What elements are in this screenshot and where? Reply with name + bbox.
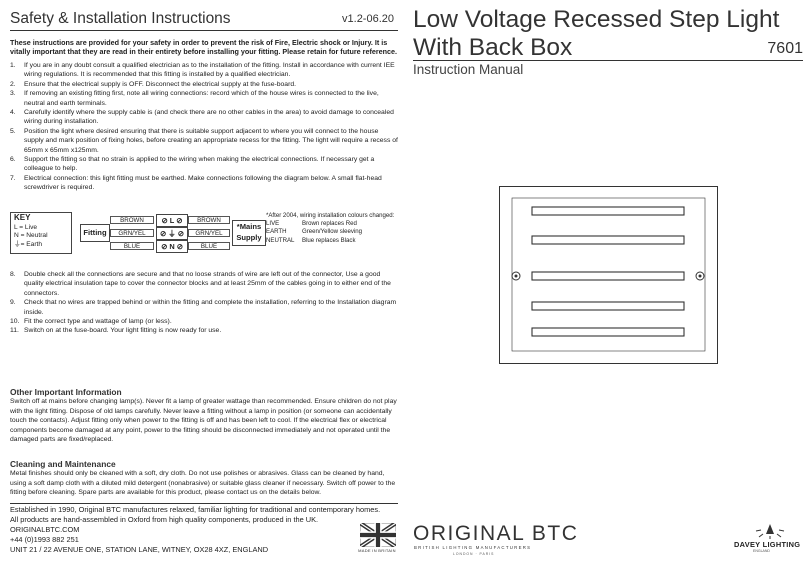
note-value: Green/Yellow sleeving <box>302 228 363 236</box>
note-key: NEUTRAL <box>266 236 295 244</box>
section-title: Safety & Installation Instructions <box>10 10 231 27</box>
step-number: 6. <box>10 156 16 164</box>
davey-lighting-logo: DAVEY LIGHTING <box>734 540 801 549</box>
safety-panel: Safety & Installation Instructions v1.2-… <box>10 0 398 571</box>
made-in-label: MADE IN BRITAIN <box>358 548 396 553</box>
davey-sub: ENGLAND <box>753 549 770 553</box>
step-number: 8. <box>10 271 16 278</box>
step-number: 3. <box>10 90 16 98</box>
wire-blue-right: BLUE <box>188 242 230 250</box>
union-jack-icon <box>358 521 398 556</box>
terminal-earth: ⊘ ⏚ ⊘ <box>156 227 188 240</box>
footer-address: UNIT 21 / 22 AVENUE ONE, STATION LANE, W… <box>10 545 269 554</box>
steps-list-b: 8. Double check all the connections are s… <box>10 270 398 336</box>
product-code: 7601 <box>767 40 803 57</box>
divider <box>10 30 398 31</box>
divider <box>10 503 398 504</box>
step-number: 9. <box>10 299 16 307</box>
terminal-live-label: L <box>169 216 175 225</box>
step-text: If you are in any doubt consult a qualif… <box>24 62 395 79</box>
note-row: LIVE Brown replaces Red <box>266 220 400 228</box>
note-value: Blue replaces Black <box>302 236 356 244</box>
terminal-live: ⊘ L ⊘ <box>156 214 188 227</box>
instruction-step: 3. If removing an existing fitting first,… <box>10 89 398 108</box>
step-text: Double check all the connections are sec… <box>24 271 391 297</box>
note-row: NEUTRAL Blue replaces Black <box>266 237 400 245</box>
instruction-step: 8. Double check all the connections are s… <box>10 270 398 298</box>
instruction-step: 1. If you are in any doubt consult a qual… <box>10 61 398 80</box>
instruction-step: 11. Switch on at the fuse-board. Your lig… <box>10 326 398 335</box>
product-title: Low Voltage Recessed Step Light With Bac… <box>413 6 779 62</box>
wire-brown-right: BROWN <box>188 216 230 224</box>
divider <box>413 60 803 61</box>
footer: Established in 1990, Original BTC manufa… <box>10 505 398 555</box>
fitting-box: Fitting <box>80 224 110 242</box>
note-row: EARTH Green/Yellow sleeving <box>266 228 400 236</box>
key-earth: = Earth <box>20 240 43 248</box>
step-text: Check that no wires are trapped behind o… <box>24 299 397 316</box>
wire-blue-left: BLUE <box>110 242 154 250</box>
key-box: KEY L = Live N = Neutral ⏚= Earth <box>10 212 72 254</box>
product-title-line2: With Back Box <box>413 34 573 61</box>
instruction-step: 2. Ensure that the electrical supply is O… <box>10 80 398 89</box>
step-text: Support the fitting so that no strain is… <box>24 156 375 173</box>
cleaning-heading: Cleaning and Maintenance <box>10 459 116 469</box>
manual-subtitle: Instruction Manual <box>413 62 524 77</box>
brand-cities: LONDON · PARIS <box>453 552 495 556</box>
wire-grnyel-right: GRN/YEL <box>188 229 230 237</box>
step-number: 7. <box>10 174 16 182</box>
davey-lamp-icon <box>755 524 785 539</box>
wire-grnyel-left: GRN/YEL <box>110 229 154 237</box>
wiring-diagram: KEY L = Live N = Neutral ⏚= Earth Fittin… <box>10 212 398 256</box>
brand-tagline: BRITISH LIGHTING MANUFACTURERS <box>414 545 532 550</box>
steps-list-a: 1. If you are in any doubt consult a qual… <box>10 61 398 193</box>
note-key: LIVE <box>266 220 280 228</box>
instruction-step: 10. Fit the correct type and wattage of l… <box>10 317 398 326</box>
step-text: Fit the correct type and wattage of lamp… <box>24 318 172 326</box>
key-neutral: N = Neutral <box>14 232 48 239</box>
earth-icon: ⏚ <box>14 240 21 248</box>
wiring-note: *After 2004, wiring installation colours… <box>266 212 400 245</box>
instruction-step: 5. Position the light where desired ensur… <box>10 127 398 155</box>
intro-text: These instructions are provided for your… <box>10 38 398 57</box>
step-text: Electrical connection: this light fittin… <box>24 174 382 192</box>
step-text: Switch on at the fuse-board. Your light … <box>24 327 222 335</box>
step-text: Position the light where desired ensurin… <box>24 127 398 154</box>
step-number: 2. <box>10 80 16 88</box>
instruction-step: 7. Electrical connection: this light fitt… <box>10 174 398 193</box>
step-number: 10. <box>10 318 20 326</box>
other-info-heading: Other Important Information <box>10 387 122 397</box>
version-label: v1.2-06.20 <box>342 13 394 25</box>
original-btc-logo: ORIGINAL BTC <box>413 522 579 545</box>
instruction-step: 9. Check that no wires are trapped behind… <box>10 298 398 317</box>
cleaning-text: Metal finishes should only be cleaned wi… <box>10 470 396 497</box>
footer-line1: Established in 1990, Original BTC manufa… <box>10 505 381 514</box>
step-light-illustration <box>499 186 718 364</box>
step-number: 1. <box>10 62 16 69</box>
key-title: KEY <box>14 213 31 222</box>
key-live: L = Live <box>14 223 38 231</box>
note-value: Brown replaces Red <box>302 220 357 228</box>
step-text: Carefully identify where the supply cabl… <box>24 109 394 126</box>
cover-panel: Low Voltage Recessed Step Light With Bac… <box>413 0 803 571</box>
terminal-neutral: ⊘ N ⊘ <box>156 240 188 253</box>
step-text: If removing an existing fitting first, n… <box>24 90 379 107</box>
footer-line2: All products are hand-assembled in Oxfor… <box>10 515 319 524</box>
other-info-text: Switch off at mains before changing lamp… <box>10 398 397 444</box>
note-key: EARTH <box>266 228 287 236</box>
step-number: 5. <box>10 127 16 135</box>
step-number: 4. <box>10 109 16 117</box>
earth-icon: ⏚ <box>168 229 176 238</box>
step-number: 11. <box>10 327 19 335</box>
step-text: Ensure that the electrical supply is OFF… <box>24 80 297 88</box>
footer-phone: +44 (0)1993 882 251 <box>10 535 79 544</box>
note-title: *After 2004, wiring installation colours… <box>266 212 395 219</box>
instruction-step: 4. Carefully identify where the supply ca… <box>10 108 398 127</box>
footer-website: ORIGINALBTC.COM <box>10 525 80 534</box>
wire-brown-left: BROWN <box>110 216 154 224</box>
mains-supply-box: *Mains Supply <box>232 220 266 246</box>
product-title-line1: Low Voltage Recessed Step Light <box>413 6 780 33</box>
terminal-neutral-label: N <box>169 242 175 251</box>
instruction-step: 6. Support the fitting so that no strain … <box>10 155 398 174</box>
